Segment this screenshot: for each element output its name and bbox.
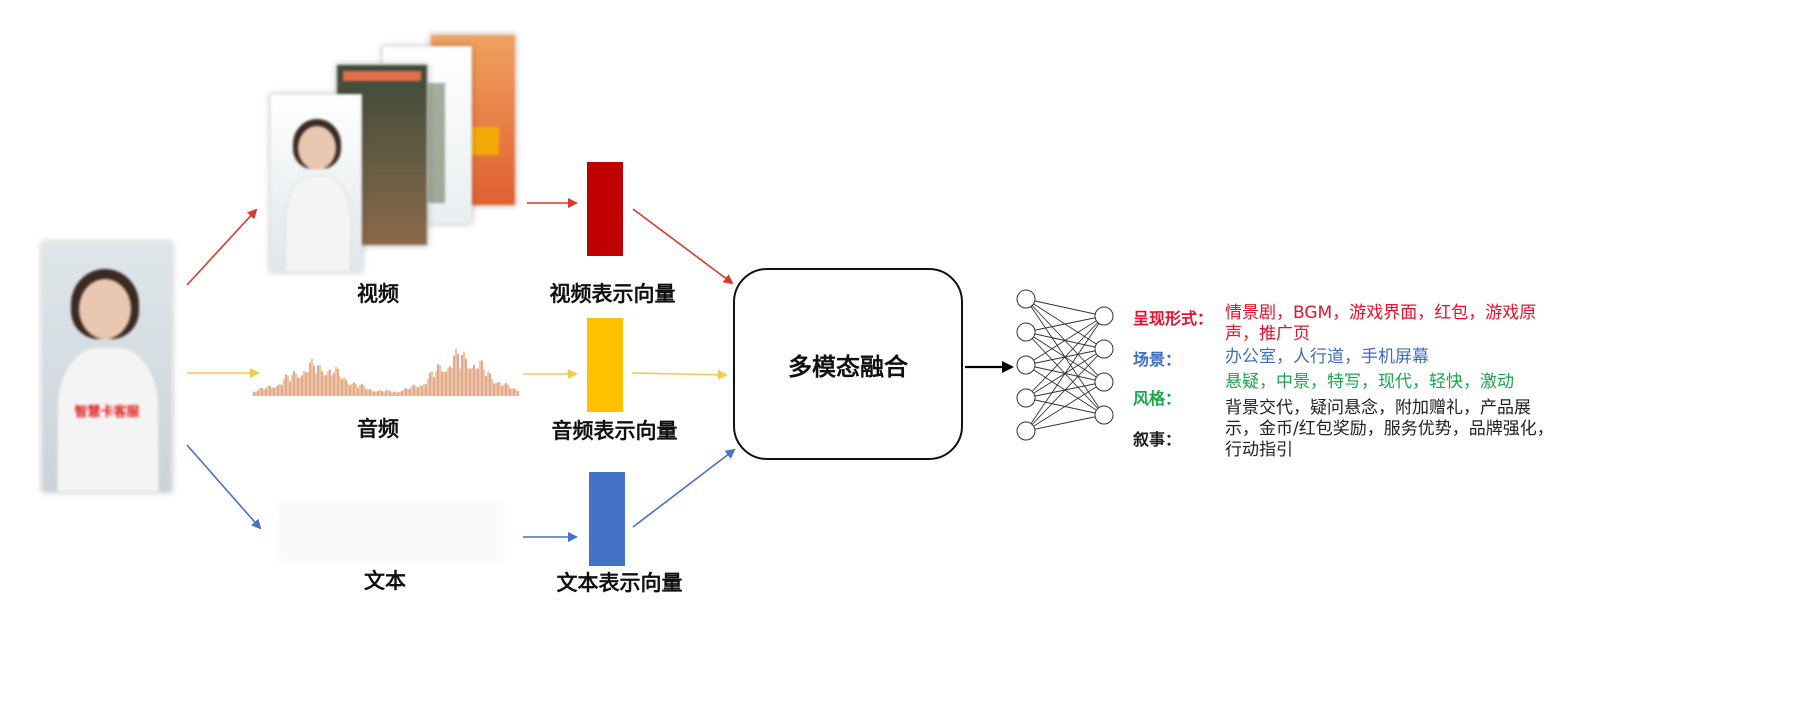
multimodal-fusion-box: 多模态融合: [733, 268, 963, 460]
audio-vector-label: 音频表示向量: [551, 419, 678, 443]
output-value-presentation: 情景剧，BGM，游戏界面，红包，游戏原声，推广页: [1225, 303, 1537, 344]
nn-edge: [1025, 414, 1105, 432]
arrow-source-text: [186, 444, 262, 530]
text-label: 文本: [364, 569, 406, 593]
output-value-scene: 办公室，人行道，手机屏幕: [1225, 347, 1429, 367]
output-key-narrative: 叙事：: [1133, 430, 1182, 449]
text-vector-label: 文本表示向量: [556, 571, 683, 595]
output-value-narrative: 背景交代，疑问悬念，附加赠礼，产品展示，金币/红包奖励，服务优势，品牌强化，行动…: [1225, 398, 1554, 460]
nn-output-node: [1094, 306, 1114, 326]
nn-edge: [1025, 315, 1105, 366]
video-label: 视频: [357, 282, 399, 306]
nn-input-node: [1016, 421, 1036, 441]
nn-edge: [1025, 381, 1105, 432]
nn-edge: [1025, 315, 1105, 399]
output-key-style: 风格：: [1133, 389, 1182, 408]
nn-output-node: [1094, 405, 1114, 425]
nn-output-node: [1094, 339, 1114, 359]
nn-edge: [1025, 315, 1105, 432]
audio-label: 音频: [357, 417, 399, 441]
arrow-audiovec-fusion: [631, 369, 728, 380]
output-key-presentation: 呈现形式：: [1133, 309, 1214, 328]
arrow-videovec-fusion: [632, 208, 734, 285]
text-placeholder-box: [278, 500, 504, 562]
audio-waveform: [253, 348, 519, 396]
nn-input-node: [1016, 388, 1036, 408]
neural-network-icon: [1016, 289, 1114, 441]
video-vector-label: 视频表示向量: [549, 282, 676, 306]
nn-edge: [1025, 315, 1105, 333]
arrow-source-video: [186, 208, 258, 286]
text-vector-bar: [589, 472, 625, 566]
nn-input-node: [1016, 355, 1036, 375]
source-banner: 智慧卡客服: [74, 405, 140, 420]
video-vector-bar: [587, 162, 623, 256]
nn-output-node: [1094, 372, 1114, 392]
video-frame-1: [270, 94, 362, 272]
source-video-thumbnail: 智慧卡客服: [42, 242, 172, 492]
nn-edge: [1025, 348, 1105, 432]
arrow-textvec-fusion: [632, 448, 736, 528]
audio-vector-bar: [587, 318, 623, 412]
nn-input-node: [1016, 289, 1036, 309]
fusion-label: 多模态融合: [788, 352, 908, 381]
output-value-style: 悬疑，中景，特写，现代，轻快，激动: [1225, 372, 1514, 392]
output-key-scene: 场景：: [1133, 350, 1182, 369]
nn-edge: [1025, 298, 1105, 317]
nn-input-node: [1016, 322, 1036, 342]
